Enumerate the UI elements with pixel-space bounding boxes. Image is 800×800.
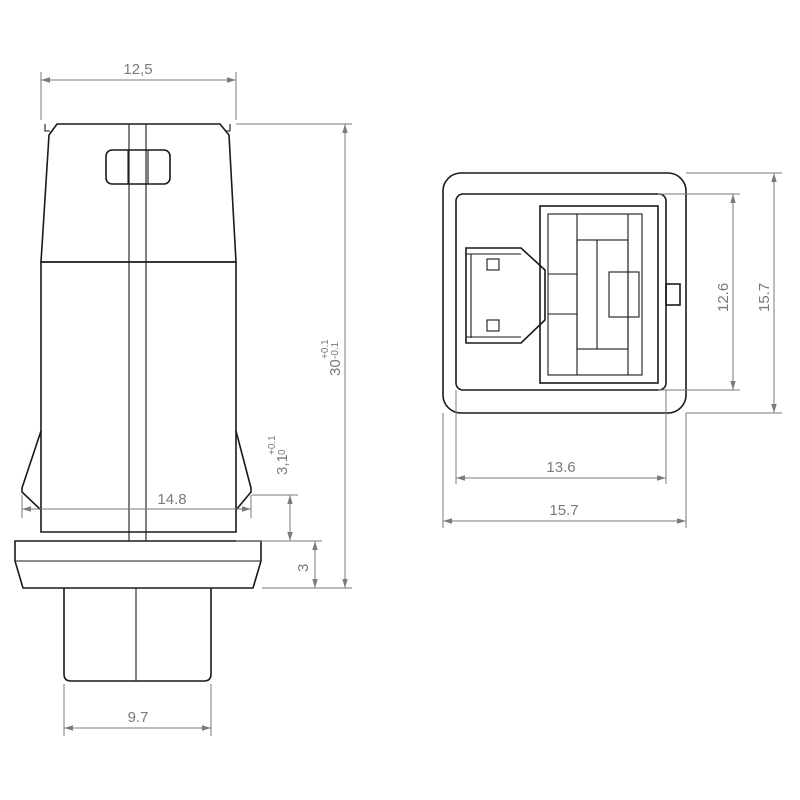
front-contact-slot bbox=[608, 271, 640, 318]
front-left-socket bbox=[465, 247, 546, 344]
dim-base-width: 14.8 bbox=[157, 491, 186, 508]
front-outer-frame bbox=[442, 172, 687, 414]
latch-window bbox=[105, 149, 171, 185]
side-body-upper bbox=[40, 123, 237, 263]
dim-flange-thickness: 3 bbox=[295, 564, 312, 572]
side-top-tab-left bbox=[44, 124, 50, 132]
plug bbox=[63, 588, 212, 682]
front-inner-frame bbox=[455, 193, 667, 391]
dim-latch-height: 3,1 bbox=[274, 454, 291, 475]
dim-inner-width: 13.6 bbox=[546, 459, 575, 476]
dim-plug-width: 9.7 bbox=[128, 709, 149, 726]
front-contact-block bbox=[539, 205, 659, 384]
dim-outer-width: 15.7 bbox=[549, 502, 578, 519]
front-view-dimensions: 13.6 15.7 12.6 15.7 bbox=[442, 172, 782, 528]
dim-total-height: 30 bbox=[327, 359, 344, 376]
dim-latch-height-tol-lower: 0 bbox=[277, 449, 288, 455]
dim-outer-height: 15.7 bbox=[756, 283, 773, 312]
side-view bbox=[14, 123, 262, 682]
dim-top-width: 12,5 bbox=[123, 61, 152, 78]
dim-total-height-tol-upper: +0.1 bbox=[320, 339, 331, 359]
front-left-pin-top bbox=[486, 258, 500, 271]
front-key-tab bbox=[665, 283, 681, 306]
dim-latch-height-tol-upper: +0.1 bbox=[267, 435, 278, 455]
center-slot bbox=[128, 124, 147, 541]
side-view-dimensions: 12,5 30 +0.1 -0.1 14.8 3,1 +0.1 0 3 9.7 bbox=[21, 61, 352, 736]
side-latch-left bbox=[21, 430, 42, 511]
dim-total-height-tol-lower: -0.1 bbox=[330, 341, 341, 359]
front-view bbox=[442, 172, 687, 414]
dim-inner-height: 12.6 bbox=[715, 283, 732, 312]
side-body-lower bbox=[40, 261, 237, 533]
side-latch-right bbox=[235, 430, 252, 511]
front-left-pin-bottom bbox=[486, 319, 500, 332]
side-top-tab-right bbox=[226, 124, 231, 132]
latch-window-split bbox=[127, 150, 149, 184]
flange bbox=[14, 540, 262, 589]
